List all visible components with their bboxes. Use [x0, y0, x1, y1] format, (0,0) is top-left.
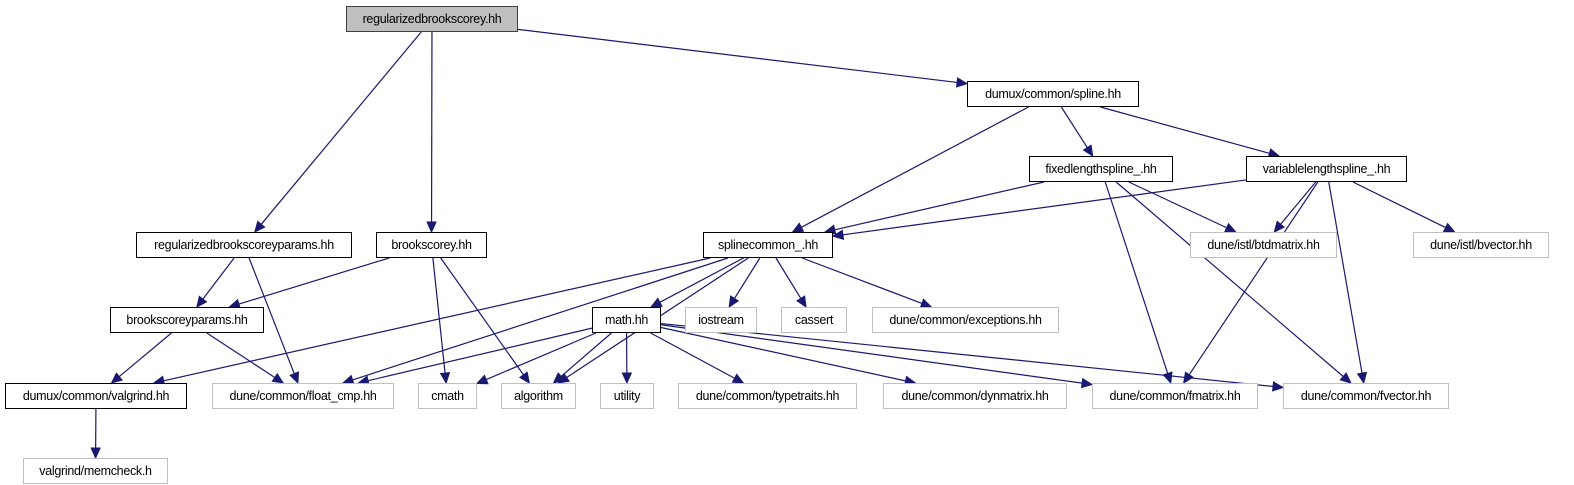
edge-bcp-to-floatcmp [206, 332, 276, 379]
edge-variable-to-bvector [1352, 181, 1446, 229]
edge-variable-to-fvector [1328, 181, 1363, 374]
edge-math-to-fmatrix [660, 324, 1083, 384]
arrowhead-icon [289, 371, 300, 385]
edge-math-to-floatcmp [367, 327, 593, 382]
arrowhead-icon [955, 77, 969, 88]
node-typetraits[interactable]: dune/common/typetraits.hh [678, 383, 857, 409]
arrowhead-icon [728, 295, 740, 309]
arrowhead-icon [1162, 371, 1173, 385]
edge-math-to-algorithm [560, 332, 612, 377]
edge-fixed-to-btdmatrix [1128, 181, 1227, 229]
edge-spline-to-variable [1100, 106, 1270, 154]
arrowhead-icon [552, 372, 565, 384]
edge-splinecommon-to-valgrind [163, 257, 711, 382]
edge-fixed-to-fvector [1115, 181, 1344, 377]
node-spline[interactable]: dumux/common/spline.hh [967, 81, 1139, 107]
arrowhead-icon [1082, 144, 1094, 158]
arrowhead-icon [831, 229, 845, 240]
node-floatcmp[interactable]: dune/common/float_cmp.hh [212, 383, 394, 409]
edge-rbc-to-rbcp [260, 31, 422, 225]
edge-rbcp-to-bcp [202, 257, 235, 300]
edge-variable-to-splinecommon [842, 179, 1247, 236]
edge-math-to-typetraits [650, 332, 735, 379]
edge-math-to-cmath [485, 332, 597, 381]
node-fixed[interactable]: fixedlengthspline_.hh [1029, 156, 1173, 182]
node-rbcp[interactable]: regularizedbrookscoreyparams.hh [136, 232, 352, 258]
node-splinecommon[interactable]: splinecommon_.hh [703, 232, 833, 258]
edge-fixed-to-splinecommon [834, 181, 1045, 231]
node-fvector[interactable]: dune/common/fvector.hh [1283, 383, 1449, 409]
edge-splinecommon-to-exceptions [802, 257, 923, 305]
node-fmatrix[interactable]: dune/common/fmatrix.hh [1092, 383, 1258, 409]
arrowhead-icon [1273, 220, 1286, 233]
node-variable[interactable]: variablelengthspline_.hh [1246, 156, 1407, 182]
node-algorithm[interactable]: algorithm [501, 383, 576, 409]
edge-bc-to-cmath [432, 257, 446, 374]
edge-bc-to-algorithm [440, 257, 524, 376]
arrowhead-icon [1442, 222, 1456, 233]
edge-rbc-to-spline [517, 28, 958, 84]
arrowhead-icon [621, 372, 633, 385]
edge-rbcp-to-floatcmp [248, 257, 295, 374]
edge-spline-to-fixed [1060, 106, 1088, 148]
node-bc[interactable]: brookscorey.hh [376, 232, 487, 258]
arrowhead-icon [110, 372, 124, 384]
node-valgrind[interactable]: dumux/common/valgrind.hh [5, 383, 187, 409]
arrowhead-icon [1356, 371, 1368, 385]
node-bvector[interactable]: dune/istl/bvector.hh [1413, 232, 1549, 258]
node-dynmatrix[interactable]: dune/common/dynmatrix.hh [883, 383, 1067, 409]
edge-bc-to-bcp [238, 257, 390, 305]
arrowhead-icon [731, 373, 745, 384]
edge-bcp-to-valgrind [118, 332, 172, 378]
edge-splinecommon-to-cassert [775, 257, 802, 299]
node-rbc[interactable]: regularizedbrookscorey.hh [346, 6, 518, 32]
edge-variable-to-btdmatrix [1280, 181, 1317, 225]
arrowhead-icon [1223, 222, 1237, 233]
arrowhead-icon [1272, 381, 1285, 392]
edge-splinecommon-to-floatcmp [352, 257, 729, 381]
arrowhead-icon [1339, 372, 1352, 384]
arrowhead-icon [1080, 377, 1094, 389]
edge-fixed-to-fmatrix [1104, 181, 1169, 374]
node-memcheck[interactable]: valgrind/memcheck.h [23, 458, 168, 484]
arrowhead-icon [426, 221, 437, 234]
node-exceptions[interactable]: dune/common/exceptions.hh [872, 307, 1059, 333]
arrowhead-icon [90, 447, 101, 460]
arrowhead-icon [475, 374, 489, 385]
edge-math-to-fvector [660, 322, 1274, 388]
node-iostream[interactable]: iostream [685, 307, 757, 333]
arrowhead-icon [796, 295, 807, 309]
node-btdmatrix[interactable]: dune/istl/btdmatrix.hh [1190, 232, 1337, 258]
edge-variable-to-fmatrix [1188, 181, 1319, 376]
edge-math-to-dynmatrix [660, 326, 906, 382]
edge-splinecommon-to-iostream [733, 257, 761, 299]
node-bcp[interactable]: brookscoreyparams.hh [110, 307, 264, 333]
node-utility[interactable]: utility [600, 383, 654, 409]
arrowhead-icon [254, 220, 266, 233]
arrowhead-icon [649, 297, 663, 308]
arrowhead-icon [518, 371, 530, 384]
arrowhead-icon [791, 222, 805, 233]
arrowhead-icon [271, 372, 285, 384]
node-math[interactable]: math.hh [592, 307, 661, 333]
edge-splinecommon-to-math [659, 257, 744, 303]
node-cmath[interactable]: cmath [418, 383, 477, 409]
edge-spline-to-splinecommon [801, 106, 1029, 228]
arrowhead-icon [439, 372, 451, 385]
arrowhead-icon [196, 295, 208, 308]
node-cassert[interactable]: cassert [781, 307, 847, 333]
